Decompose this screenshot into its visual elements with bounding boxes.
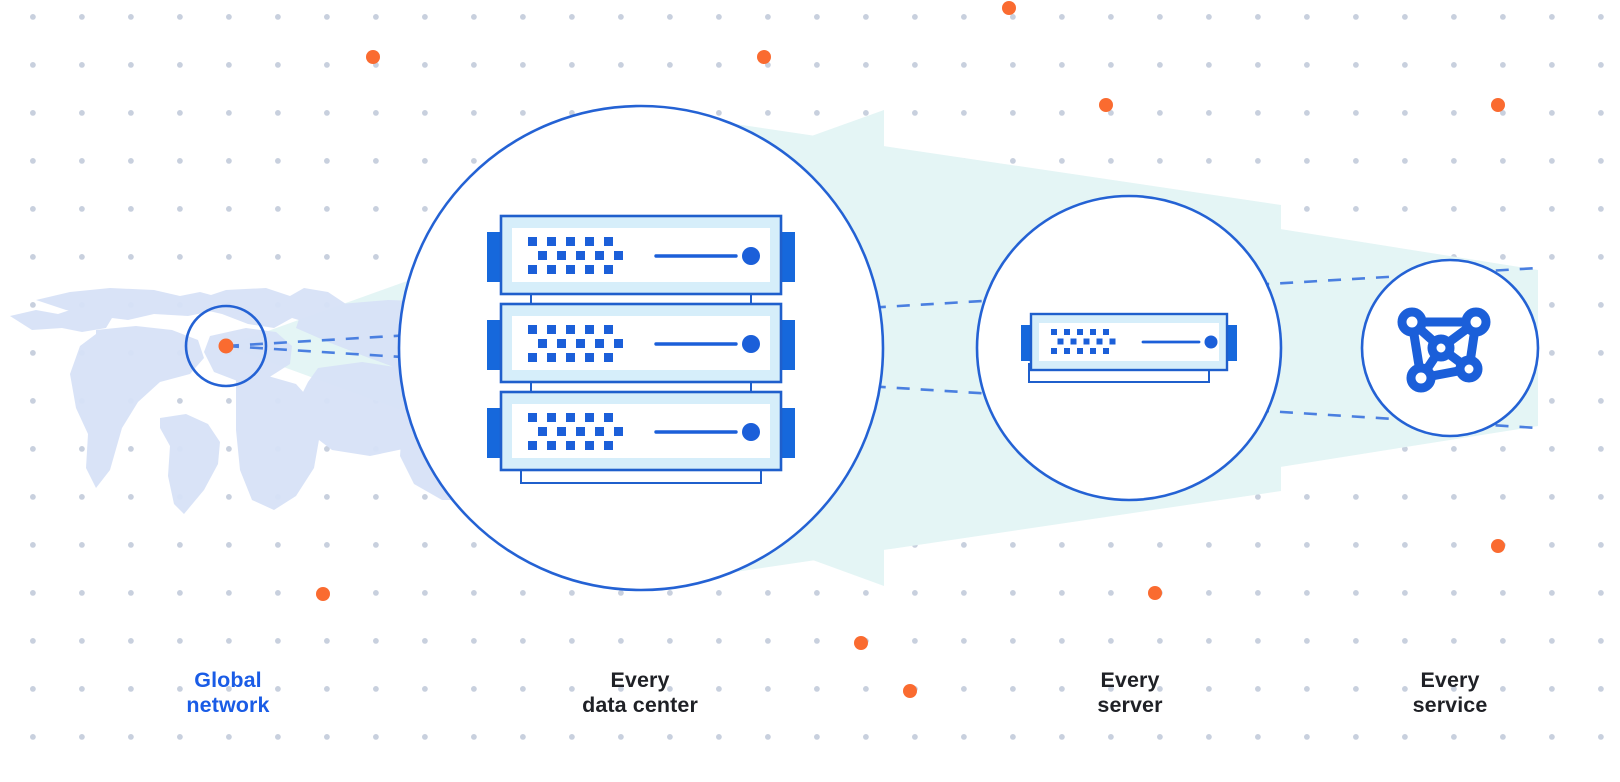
- accent-dot: [1148, 586, 1162, 600]
- accent-dot: [1002, 1, 1016, 15]
- stage-label-server: Every server: [1097, 668, 1163, 717]
- rack-unit-3: [487, 392, 795, 470]
- stage-label-data-center: Every data center: [582, 668, 698, 717]
- stage-service[interactable]: [1360, 258, 1540, 438]
- accent-dot: [1099, 98, 1113, 112]
- stage-label-service: Every service: [1412, 668, 1488, 717]
- network-node-dots: [1397, 307, 1491, 393]
- rack-unit-1: [487, 216, 795, 294]
- accent-dot: [903, 684, 917, 698]
- stage-server[interactable]: [975, 194, 1283, 502]
- stage-data-center[interactable]: [397, 104, 885, 592]
- accent-dot: [757, 50, 771, 64]
- stage-label-global-network: Global network: [186, 668, 270, 717]
- single-server-icon: [1021, 314, 1237, 383]
- accent-dot: [316, 587, 330, 601]
- server-rack-icon: [487, 216, 795, 484]
- accent-dot: [1491, 98, 1505, 112]
- accent-dots-group: [219, 1, 1505, 698]
- accent-dot: [366, 50, 380, 64]
- accent-dot: [1491, 539, 1505, 553]
- map-circle-outline: [184, 304, 268, 388]
- accent-dot: [219, 339, 233, 353]
- accent-dot: [854, 636, 868, 650]
- rack-unit-2: [487, 304, 795, 382]
